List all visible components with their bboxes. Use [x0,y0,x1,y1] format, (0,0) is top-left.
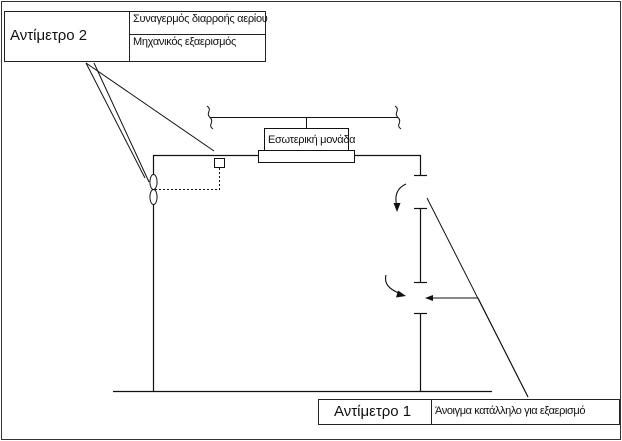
countermeasure-1-title: Αντίμετρο 1 [334,403,412,420]
countermeasure-2-pointers [85,62,215,183]
countermeasure-2-title: Αντίμετρο 2 [10,27,88,44]
mechanical-ventilation-label: Μηχανικός εξαερισμός [133,36,236,48]
countermeasure-1-pointers [426,197,529,398]
countermeasure-1-table [318,399,620,425]
ventilation-fan [149,174,158,205]
airflow-arrows [384,183,407,295]
gas-leak-sensor [214,158,225,168]
airflow-arrowheads [393,203,406,298]
gas-leak-alarm-label: Συναγερμός διαρροής αερίου [133,13,268,25]
indoor-unit-label: Εσωτερική μονάδα [268,134,356,146]
indoor-unit [258,128,355,163]
ceiling-break-line [206,105,402,130]
opening-pointer-arrowhead [425,295,433,301]
sensor-wiring [153,168,220,190]
ventilation-opening-label: Άνοιγμα κατάλληλο για εξαερισμό [435,405,586,417]
countermeasure-2-table [4,11,266,62]
room-outline [152,154,427,391]
